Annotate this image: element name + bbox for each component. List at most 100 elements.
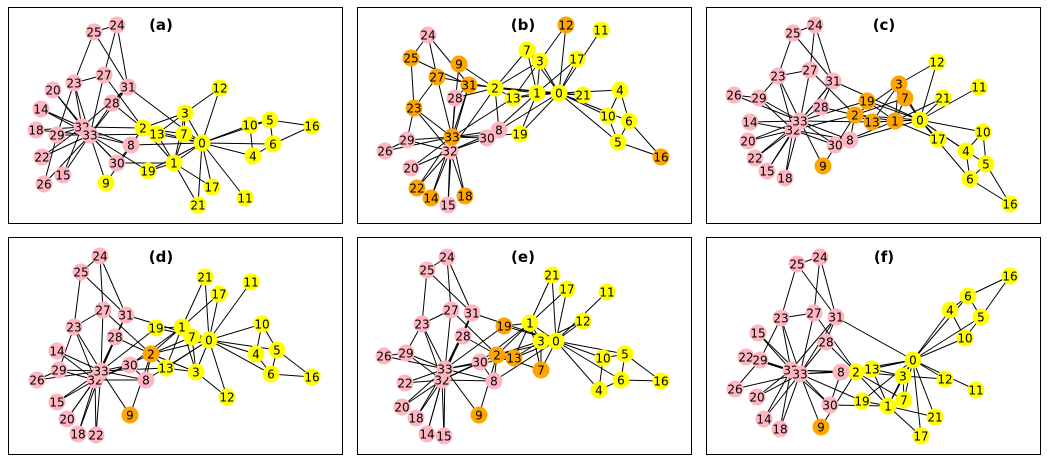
node-label: 1	[884, 400, 892, 414]
node-label: 15	[55, 169, 70, 183]
node-25: 25	[784, 24, 802, 42]
node-24: 24	[806, 16, 824, 34]
edge-25-31	[796, 263, 837, 318]
node-circle	[262, 365, 280, 383]
node-label: 16	[304, 120, 319, 134]
node-label: 16	[1002, 198, 1017, 212]
node-label: 5	[982, 158, 990, 172]
node-16: 16	[652, 372, 670, 390]
node-label: 5	[266, 114, 274, 128]
node-circle	[211, 79, 229, 97]
node-13: 13	[504, 89, 522, 107]
node-label: 17	[569, 53, 584, 67]
node-label: 10	[975, 126, 990, 140]
node-26: 26	[375, 347, 393, 365]
edge-0-5	[208, 339, 278, 351]
node-circle	[652, 372, 670, 390]
node-8: 8	[832, 363, 850, 381]
node-4: 4	[611, 81, 629, 99]
node-circle	[609, 133, 627, 151]
node-label: 14	[33, 103, 48, 117]
node-circle	[1001, 267, 1019, 285]
node-label: 28	[104, 97, 119, 111]
node-circle	[612, 371, 630, 389]
node-label: 27	[95, 304, 110, 318]
edge-0-6	[919, 119, 971, 180]
node-28: 28	[454, 327, 472, 345]
node-label: 33	[93, 365, 108, 379]
node-6: 6	[620, 112, 638, 130]
node-circle	[398, 131, 416, 149]
node-15: 15	[48, 393, 66, 411]
edge-0-5	[555, 340, 626, 355]
node-6: 6	[959, 287, 977, 305]
node-9: 9	[814, 157, 832, 175]
node-label: 11	[971, 81, 986, 95]
node-circle	[470, 406, 488, 424]
node-1: 1	[886, 112, 904, 130]
node-9: 9	[97, 174, 115, 192]
node-circle	[165, 154, 183, 172]
edge-0-12	[919, 61, 938, 121]
node-label: 10	[242, 119, 257, 133]
node-label: 15	[750, 327, 765, 341]
node-circle	[518, 41, 536, 59]
node-circle	[486, 79, 504, 97]
node-circle	[904, 351, 922, 369]
node-10: 10	[241, 116, 259, 134]
node-12: 12	[574, 312, 592, 330]
node-label: 30	[822, 399, 837, 413]
node-label: 30	[472, 356, 487, 370]
edge-2-9	[820, 371, 857, 428]
node-24: 24	[811, 248, 829, 266]
edge-2-27	[809, 69, 856, 116]
node-11: 11	[592, 21, 610, 39]
node-30: 30	[478, 129, 496, 147]
node-19: 19	[853, 392, 871, 410]
node-33: 33	[443, 128, 461, 146]
node-label: 15	[49, 396, 64, 410]
edge-24-27	[813, 256, 821, 314]
edge-2-27	[450, 309, 498, 356]
node-circle	[827, 308, 845, 326]
node-label: 15	[436, 430, 451, 444]
node-label: 22	[397, 377, 412, 391]
node-11: 11	[598, 283, 616, 301]
panel-title: (b)	[511, 16, 535, 34]
edge-27-33	[436, 76, 453, 138]
node-circle	[142, 345, 160, 363]
node-label: 17	[559, 283, 574, 297]
edge-23-25	[73, 31, 95, 84]
node-circle	[801, 61, 819, 79]
panel-title: (e)	[511, 248, 535, 266]
edge-25-31	[93, 31, 129, 88]
node-label: 12	[937, 373, 952, 387]
node-27: 27	[442, 301, 460, 319]
node-22: 22	[746, 149, 764, 167]
node-25: 25	[402, 49, 420, 67]
edge-19-33	[444, 325, 505, 370]
node-label: 0	[552, 335, 560, 349]
node-circle	[134, 119, 152, 137]
node-label: 26	[29, 374, 44, 388]
node-circle	[511, 125, 529, 143]
node-17: 17	[558, 280, 576, 298]
edge-27-33	[799, 69, 811, 122]
node-label: 11	[237, 192, 252, 206]
node-11: 11	[242, 273, 260, 291]
node-circle	[758, 162, 776, 180]
node-label: 2	[147, 348, 155, 362]
node-label: 27	[802, 64, 817, 78]
node-circle	[97, 174, 115, 192]
node-label: 26	[377, 145, 392, 159]
edge-0-31	[835, 316, 914, 361]
node-label: 33	[792, 115, 807, 129]
node-circle	[50, 361, 68, 379]
node-circle	[418, 425, 436, 443]
node-circle	[428, 68, 446, 86]
node-circle	[788, 255, 806, 273]
node-label: 27	[443, 304, 458, 318]
node-circle	[454, 327, 472, 345]
